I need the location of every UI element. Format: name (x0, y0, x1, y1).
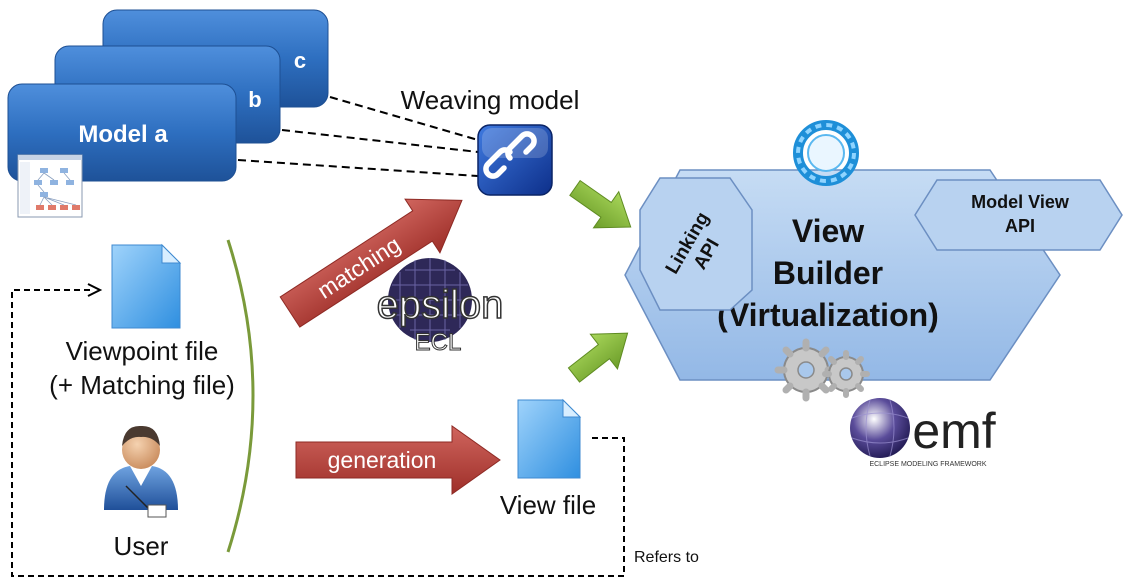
view-file-icon[interactable] (517, 398, 582, 479)
model-view-api[interactable]: Model View API (914, 179, 1123, 251)
refers-to-label: Refers to (634, 549, 699, 566)
user-label: User (114, 531, 169, 561)
model-stack: c b Model a (7, 9, 329, 218)
virtualization-ring-icon (793, 120, 859, 186)
model-view-api-line2: API (1005, 216, 1035, 236)
model-c-label: c (294, 48, 306, 73)
matching-file-label: (+ Matching file) (49, 370, 235, 400)
gears-icon (774, 338, 870, 402)
model-a-label: Model a (78, 121, 168, 148)
viewpoint-file-icon[interactable] (111, 243, 182, 329)
view-builder-line3: (Virtualization) (717, 297, 939, 333)
refers-to-arrowhead (87, 283, 103, 297)
refers-to-connector (11, 289, 625, 577)
viewpoint-file-label: Viewpoint file (66, 336, 219, 366)
model-b-label: b (248, 87, 261, 112)
emf-wordmark: emf (912, 403, 995, 459)
model-view-api-line1: Model View (971, 192, 1070, 212)
epsilon-ecl: ECL (415, 329, 462, 356)
user-icon[interactable] (104, 425, 178, 518)
bracket (226, 239, 255, 553)
generation-arrow: generation (295, 425, 501, 495)
view-file-label: View file (500, 490, 596, 520)
model-thumbnail (17, 154, 83, 218)
model-links (237, 96, 479, 177)
linking-api[interactable]: Linking API (639, 177, 753, 311)
weaving-model-label: Weaving model (401, 85, 580, 115)
link-icon[interactable] (477, 124, 553, 196)
emf-logo: emf ECLIPSE MODELING FRAMEWORK (850, 398, 996, 468)
epsilon-logo: epsilon ECL (376, 258, 504, 357)
generation-arrow-label: generation (328, 447, 437, 473)
view-builder-line2: Builder (773, 255, 883, 291)
weaving-to-builder-arrow (569, 179, 632, 229)
view-builder-line1: View (792, 213, 864, 249)
epsilon-wordmark: epsilon (377, 283, 504, 327)
emf-subtitle: ECLIPSE MODELING FRAMEWORK (869, 461, 986, 468)
viewfile-to-builder-arrow (567, 332, 629, 383)
